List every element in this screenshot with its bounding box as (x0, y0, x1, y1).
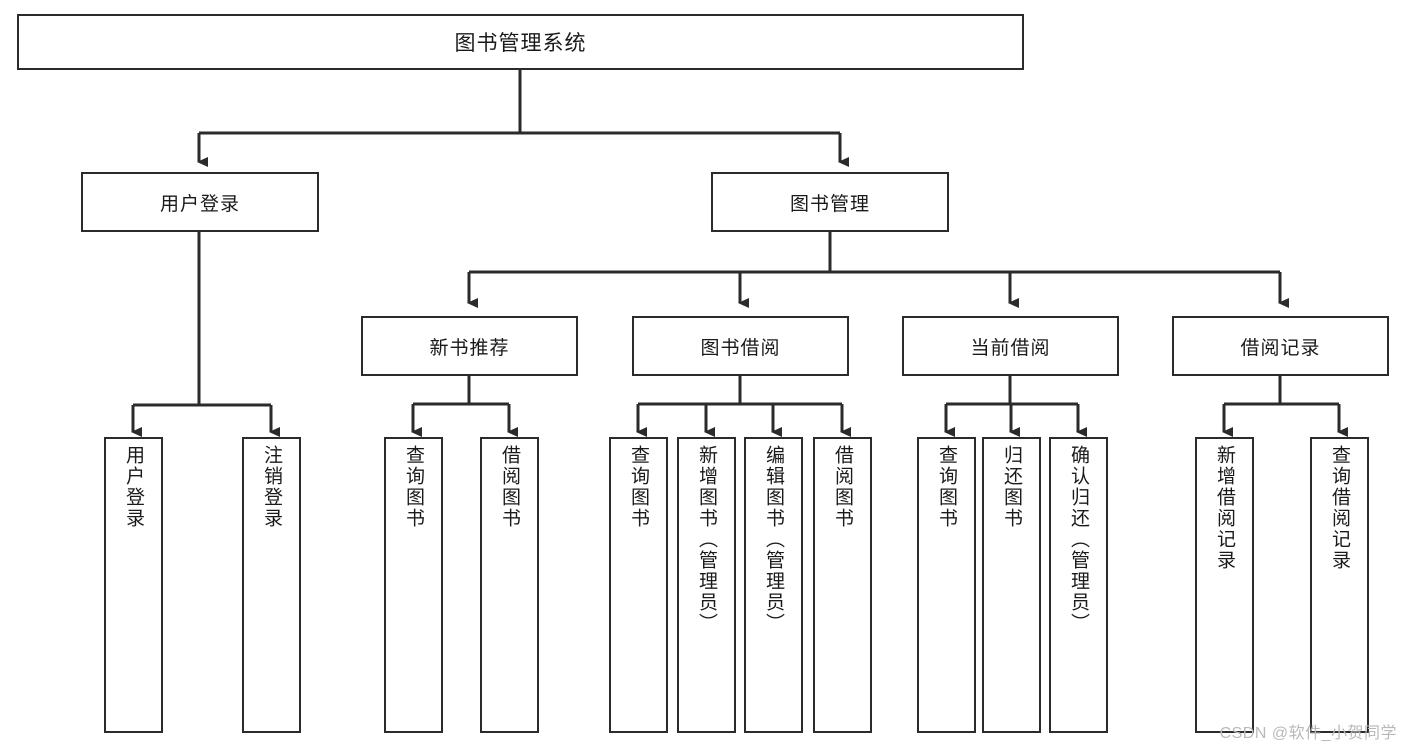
leaf-label: 借阅图书 (499, 445, 520, 529)
leaf-borrow-book-recommend[interactable]: 借阅图书 (480, 437, 539, 733)
leaf-add-book-admin[interactable]: 新增图书（管理员） (677, 437, 736, 733)
node-book-management[interactable]: 图书管理 (711, 172, 949, 232)
leaf-borrow-book[interactable]: 借阅图书 (813, 437, 872, 733)
leaf-label: 查询图书 (403, 445, 424, 529)
leaf-confirm-return-admin[interactable]: 确认归还（管理员） (1049, 437, 1108, 733)
leaf-label: 查询图书 (936, 445, 957, 529)
leaf-label: 查询图书 (628, 445, 649, 529)
leaf-query-book-recommend[interactable]: 查询图书 (384, 437, 443, 733)
leaf-query-borrow-record[interactable]: 查询借阅记录 (1310, 437, 1369, 733)
leaf-label: 借阅图书 (832, 445, 853, 529)
leaf-label: 注销登录 (261, 445, 282, 529)
leaf-query-book-borrow[interactable]: 查询图书 (609, 437, 668, 733)
node-borrow-record[interactable]: 借阅记录 (1172, 316, 1389, 376)
leaf-label: 新增借阅记录 (1214, 445, 1235, 571)
leaf-query-book-current[interactable]: 查询图书 (917, 437, 976, 733)
leaf-label: 确认归还（管理员） (1068, 445, 1089, 634)
node-new-book-recommend[interactable]: 新书推荐 (361, 316, 578, 376)
leaf-label: 用户登录 (123, 445, 144, 529)
leaf-edit-book-admin[interactable]: 编辑图书（管理员） (744, 437, 803, 733)
leaf-label: 归还图书 (1001, 445, 1022, 529)
leaf-return-book[interactable]: 归还图书 (982, 437, 1041, 733)
leaf-logout[interactable]: 注销登录 (242, 437, 301, 733)
node-user-login[interactable]: 用户登录 (81, 172, 319, 232)
watermark-text: CSDN @软件_小贺同学 (1219, 725, 1397, 742)
leaf-label: 查询借阅记录 (1329, 445, 1350, 571)
leaf-label: 编辑图书（管理员） (763, 445, 784, 634)
leaf-label: 新增图书（管理员） (696, 445, 717, 634)
node-root-system[interactable]: 图书管理系统 (17, 14, 1024, 70)
node-book-borrow[interactable]: 图书借阅 (632, 316, 849, 376)
leaf-add-borrow-record[interactable]: 新增借阅记录 (1195, 437, 1254, 733)
node-current-borrow[interactable]: 当前借阅 (902, 316, 1119, 376)
leaf-user-login[interactable]: 用户登录 (104, 437, 163, 733)
